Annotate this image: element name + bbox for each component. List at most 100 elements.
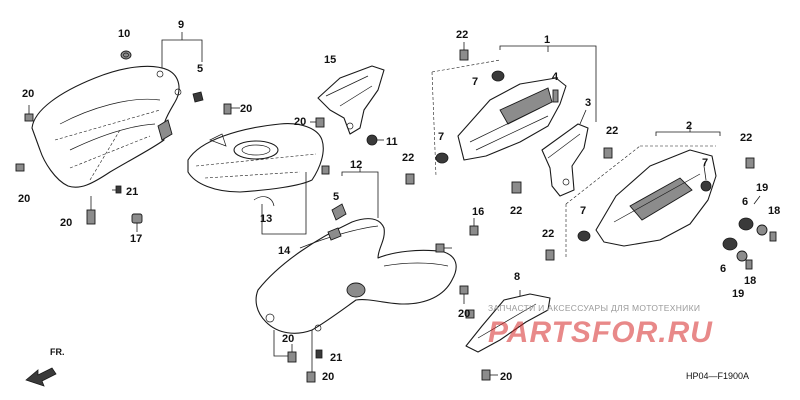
- pin-4: [552, 89, 559, 103]
- clip-20-center-right-lower: [459, 285, 469, 304]
- front-fender-cover: [31, 65, 182, 188]
- callout-18-lower: 18: [744, 275, 756, 287]
- callout-7-right: 7: [702, 157, 708, 169]
- callout-20-e: 20: [60, 217, 72, 229]
- group-bracket-14: [261, 172, 307, 235]
- callout-20-h: 20: [458, 308, 470, 320]
- bolt-20-left: [15, 163, 25, 172]
- side-cover-12: [255, 218, 457, 334]
- clip-20-tank-right-lower: [321, 165, 330, 175]
- cover-1: [431, 59, 567, 177]
- clip-5-top: [192, 91, 204, 103]
- grommet-10: [120, 50, 132, 60]
- bracket-15: [317, 65, 385, 135]
- callout-9: 9: [178, 19, 184, 31]
- callout-6-lower: 6: [720, 263, 726, 275]
- screw-18-lower: [745, 259, 753, 270]
- callout-19-lower: 19: [732, 288, 744, 300]
- callout-22-a: 22: [456, 29, 468, 41]
- callout-20-i: 20: [500, 371, 512, 383]
- callout-5-top: 5: [197, 63, 203, 75]
- callout-1: 1: [544, 34, 550, 46]
- callout-7-lower: 7: [580, 205, 586, 217]
- callout-22-f: 22: [542, 228, 554, 240]
- washer-19-upper: [756, 224, 768, 236]
- bolt-20-tank: [223, 103, 240, 115]
- callout-2: 2: [686, 120, 692, 132]
- bolt-20-bottom: [306, 371, 316, 383]
- callout-22-c: 22: [606, 125, 618, 137]
- grommet-7-lower: [577, 230, 591, 242]
- bolt-22-bottom: [545, 249, 555, 261]
- bolt-20-tank-right: [310, 117, 325, 128]
- callout-11: 11: [386, 136, 398, 148]
- callout-19-upper: 19: [756, 182, 768, 194]
- callout-4: 4: [552, 71, 559, 83]
- callout-20-c: 20: [294, 116, 306, 128]
- group-bracket-2: [655, 131, 721, 136]
- guard-8: [465, 293, 551, 353]
- grommet-7-mid: [435, 152, 449, 164]
- bolt-20-guard: [481, 369, 498, 381]
- grommet-7-right: [700, 180, 712, 192]
- screw-21-bottom: [315, 349, 323, 359]
- callout-22-d: 22: [740, 132, 752, 144]
- clip-17: [131, 213, 143, 232]
- callout-20-d: 20: [18, 193, 30, 205]
- bolt-22-top: [459, 42, 469, 61]
- callout-6-upper: 6: [742, 196, 748, 208]
- callout-3: 3: [585, 97, 591, 109]
- clip-20-guard: [465, 309, 475, 319]
- callout-20-f: 20: [282, 333, 294, 345]
- callout-20-b: 20: [240, 103, 252, 115]
- callout-7-mid: 7: [438, 131, 444, 143]
- bolt-20-bottom-left: [287, 344, 297, 363]
- callout-10: 10: [118, 28, 130, 40]
- callout-20-a: 20: [22, 88, 34, 100]
- front-direction-label: FR.: [50, 347, 65, 357]
- bolt-22-bracket: [603, 147, 613, 159]
- callout-22-e: 22: [510, 205, 522, 217]
- bolt-22-left: [405, 173, 415, 185]
- callout-22-b: 22: [402, 152, 414, 164]
- grommet-7-top: [491, 70, 505, 82]
- callout-8: 8: [514, 271, 520, 283]
- front-direction-arrow-icon: [25, 367, 57, 387]
- screw-18-upper: [769, 231, 777, 242]
- collar-6-upper: [738, 217, 754, 231]
- group-bracket-20-bottom: [273, 330, 288, 357]
- group-bracket-9: [161, 39, 203, 44]
- callout-20-g: 20: [322, 371, 334, 383]
- watermark-tagline: ЗАПЧАСТИ И АКСЕССУАРЫ ДЛЯ МОТОТЕХНИКИ: [488, 303, 701, 313]
- bolt-16: [469, 218, 479, 236]
- callout-13: 13: [260, 213, 272, 225]
- callout-15: 15: [324, 54, 336, 66]
- callout-5-center: 5: [333, 191, 339, 203]
- clip-20-center-right: [435, 243, 452, 253]
- clip-5-center: [331, 203, 347, 221]
- washer-19-lower: [736, 250, 748, 262]
- watermark-logo: PARTSFOR.RU: [488, 316, 713, 349]
- bolt-20-lower-left: [86, 196, 96, 225]
- screw-21-left: [112, 185, 122, 194]
- callout-7-top: 7: [472, 76, 478, 88]
- diagram-code: HP04—F1900A: [686, 371, 750, 381]
- callout-21-b: 21: [330, 352, 342, 364]
- collar-6-lower: [722, 237, 738, 251]
- bolt-22-right: [745, 157, 755, 169]
- callout-16: 16: [472, 206, 484, 218]
- group-bracket-12: [341, 171, 379, 176]
- cover-2: [565, 145, 717, 258]
- callout-18-upper: 18: [768, 205, 780, 217]
- bracket-3: [541, 123, 589, 197]
- callout-12: 12: [350, 159, 362, 171]
- callout-17: 17: [130, 233, 142, 245]
- callout-21-a: 21: [126, 186, 138, 198]
- bolt-20-top-left: [24, 105, 34, 122]
- bolt-22-lower: [511, 181, 522, 194]
- nut-11: [366, 134, 384, 146]
- callout-14: 14: [278, 245, 291, 257]
- cable-13: [253, 196, 275, 207]
